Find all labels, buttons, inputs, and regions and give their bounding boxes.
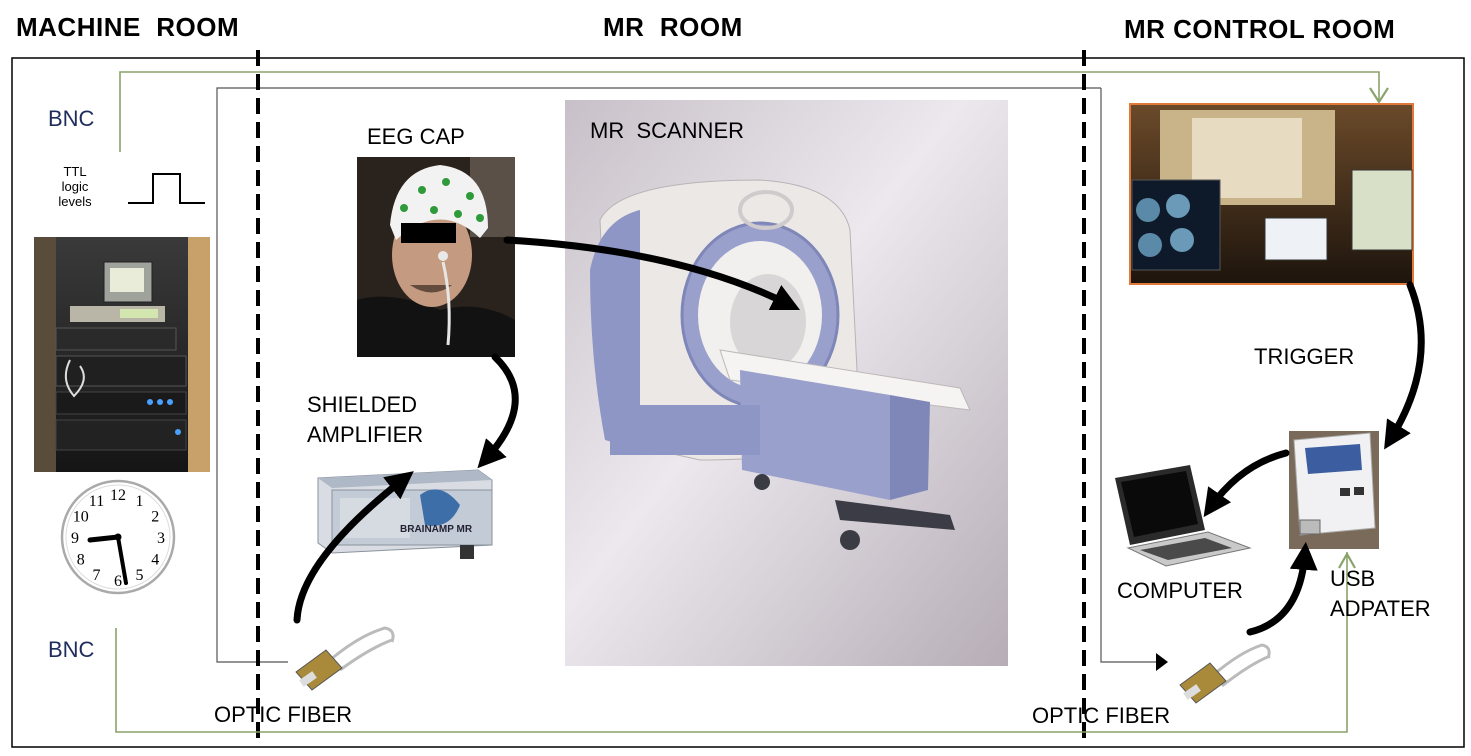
optic-fiber-label-right: OPTIC FIBER <box>1032 703 1171 728</box>
ttl-label: TTL logic levels <box>50 164 100 209</box>
clock-number: 11 <box>89 493 104 510</box>
mr-room-enclosure <box>216 87 1101 663</box>
mr-scanner-image <box>565 100 1008 666</box>
clock-number: 2 <box>151 509 159 526</box>
usb-adapter-label-line2: ADPATER <box>1330 596 1431 621</box>
clock-number: 10 <box>73 509 89 526</box>
optic-fiber-connector-right <box>1179 643 1271 704</box>
clock-number: 8 <box>77 552 85 569</box>
header-mr-room: MR ROOM <box>603 12 743 42</box>
arrow-cap-to-amplifier <box>477 353 519 469</box>
laptop-image <box>1115 465 1252 567</box>
clock-number: 1 <box>136 493 144 510</box>
computer-label: COMPUTER <box>1117 578 1243 603</box>
control-room-image <box>1129 103 1414 285</box>
arrow-fiber-to-amplifier <box>293 471 414 624</box>
shielded-amplifier-image: BRAINAMP MR <box>317 469 493 559</box>
clock-number: 3 <box>157 530 165 547</box>
mr-room-enclosure-right <box>1100 88 1160 663</box>
header-mr-control-room: MR CONTROL ROOM <box>1124 14 1396 44</box>
shielded-amplifier-label-line2: AMPLIFIER <box>307 422 424 447</box>
bnc-bottom-arrowhead <box>1338 551 1356 569</box>
face-censor-bar <box>401 223 456 243</box>
eeg-cap-image <box>357 157 515 357</box>
arrow-cap-to-scanner <box>503 236 801 311</box>
shielded-amplifier-label-line1: SHIELDED <box>307 392 418 417</box>
mr-scanner-label: MR SCANNER <box>590 118 745 143</box>
optic-fiber-connector-left <box>295 626 395 691</box>
usb-adapter-label-line1: USB <box>1330 566 1376 591</box>
arrow-fiber-to-usb <box>1246 541 1318 636</box>
signal-arrows <box>293 236 1425 636</box>
ttl-pulse-icon <box>128 173 205 204</box>
ttl-label-line1: TTL <box>63 164 87 179</box>
clock-number: 5 <box>136 567 144 584</box>
optic-fiber-label-left: OPTIC FIBER <box>214 702 353 727</box>
ttl-label-line2: logic <box>61 179 89 194</box>
bnc-top-arrowhead <box>1369 87 1389 105</box>
arrow-control-to-usb <box>1384 281 1425 450</box>
clock-number: 7 <box>93 567 101 584</box>
bnc-trigger-line-top <box>119 71 1380 152</box>
bnc-label-top: BNC <box>48 106 95 131</box>
optic-input-arrowhead <box>1156 653 1168 671</box>
outer-frame <box>11 57 1465 748</box>
clock-number: 6 <box>114 573 122 590</box>
bnc-label-bottom: BNC <box>48 637 95 662</box>
bnc-trigger-line-bottom <box>115 552 1348 733</box>
equipment-rack-image <box>34 237 210 472</box>
header-machine-room: MACHINE ROOM <box>16 12 240 42</box>
amplifier-brand-text: BRAINAMP MR <box>400 524 473 535</box>
eeg-cap-label: EEG CAP <box>367 124 465 149</box>
arrow-usb-to-computer <box>1203 449 1290 518</box>
clock-number: 4 <box>151 552 159 569</box>
clock-number: 9 <box>71 530 79 547</box>
usb-adapter-image <box>1289 431 1379 549</box>
ttl-label-line3: levels <box>58 194 92 209</box>
clock-number: 12 <box>110 487 126 504</box>
trigger-label: TRIGGER <box>1254 344 1355 369</box>
